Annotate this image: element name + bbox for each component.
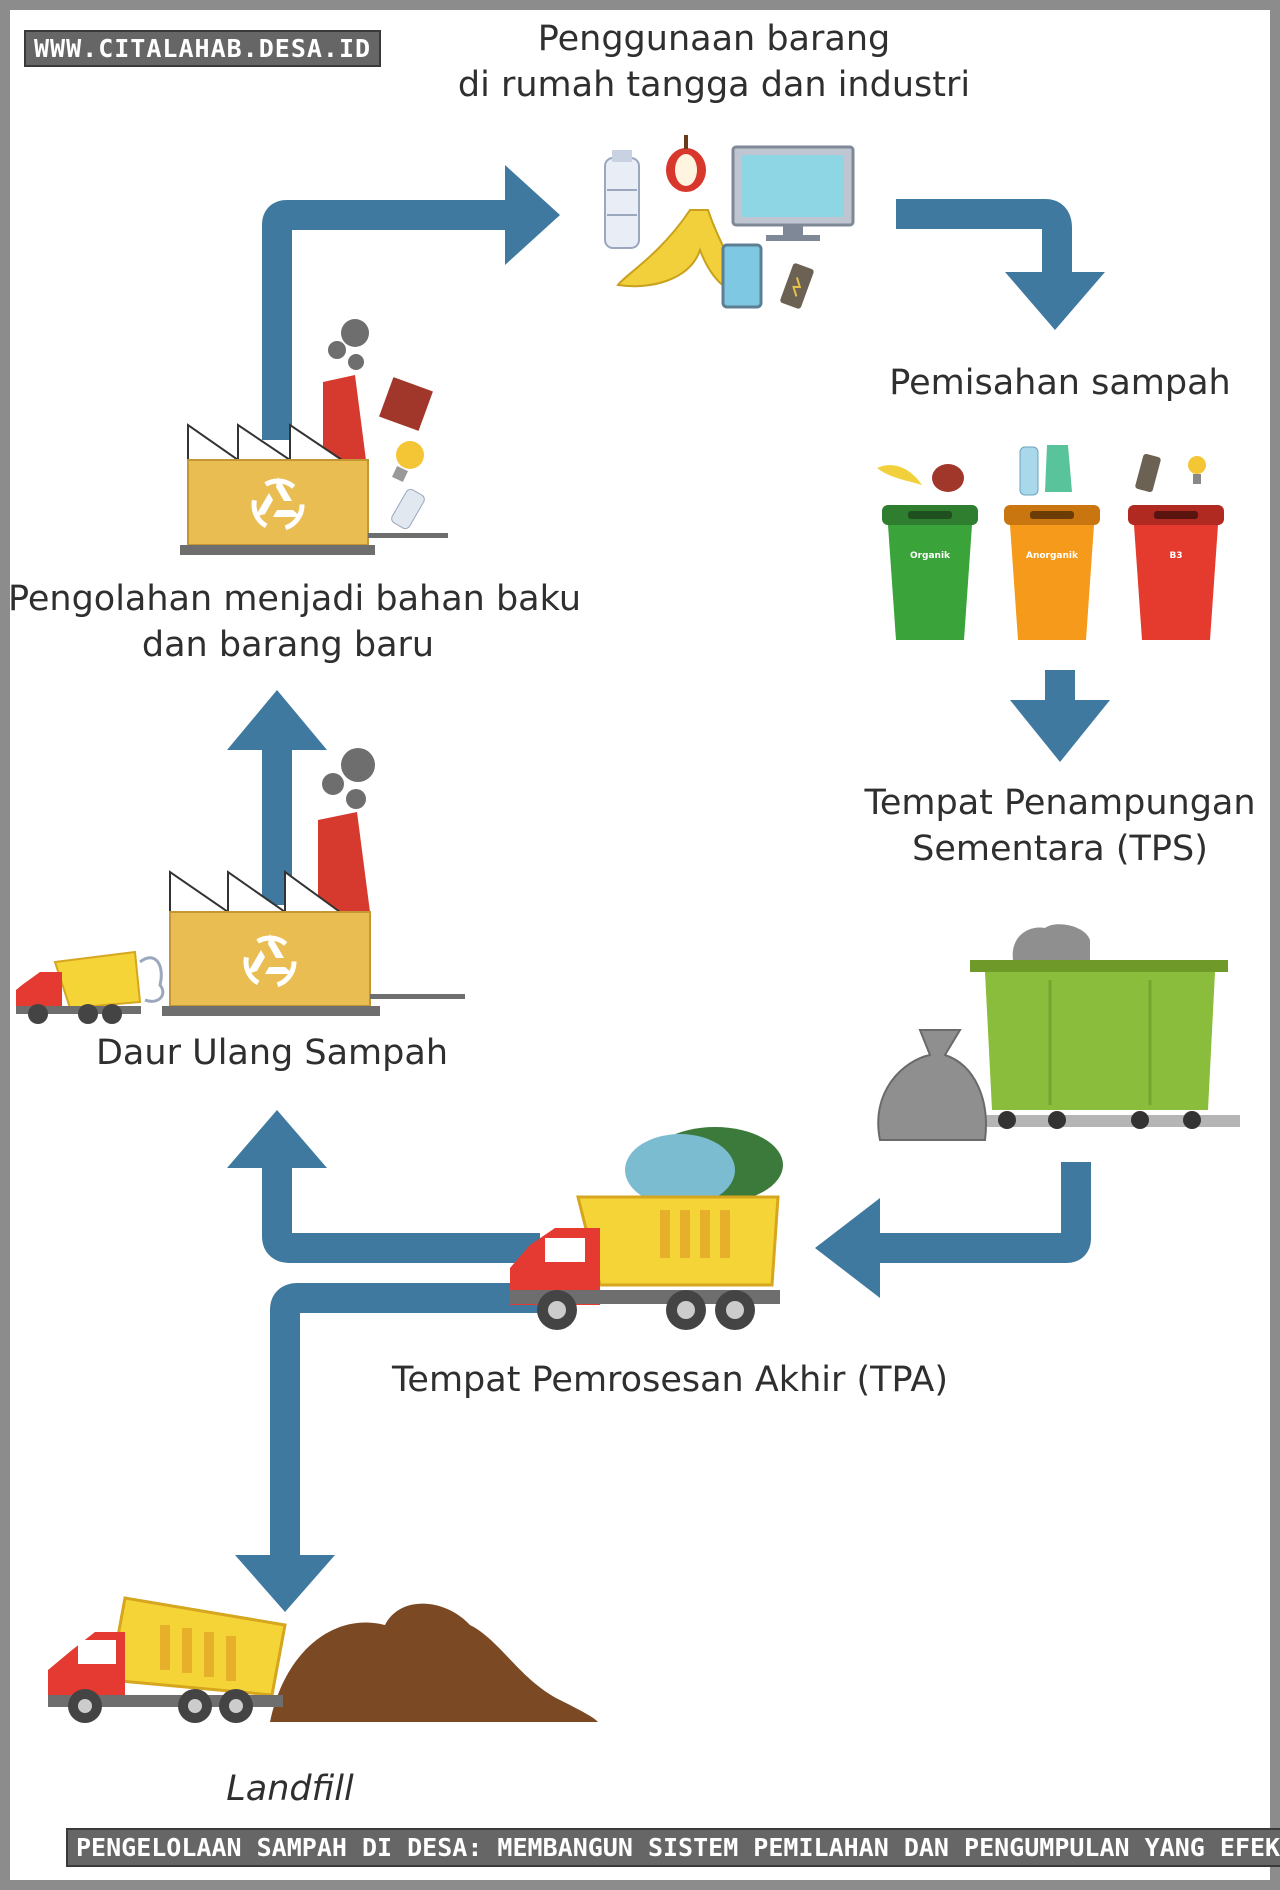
bin-b3 — [1128, 505, 1224, 640]
battery-icon — [780, 263, 814, 309]
hazardous-waste-icon — [1135, 453, 1206, 493]
tps-container — [877, 924, 1240, 1141]
usage-items — [604, 135, 855, 309]
tpa-truck — [510, 1127, 783, 1330]
recycle-label: Daur Ulang Sampah — [95, 1033, 449, 1073]
apple-core-icon — [666, 135, 706, 192]
usage-label: Penggunaan barang di rumah tangga dan in… — [404, 16, 1024, 108]
watermark: WWW.CITALAHAB.DESA.ID — [24, 30, 382, 67]
arrow-usage-to-separation — [896, 199, 1072, 280]
processing-factory — [180, 319, 448, 555]
plastic-waste-icon — [1019, 445, 1072, 496]
arrow-tps-to-tpa — [870, 1162, 1091, 1263]
arrowhead-up-processing — [227, 690, 327, 750]
small-dump-truck — [16, 950, 165, 1024]
arrowhead-right-usage — [505, 165, 560, 265]
bin-organic — [882, 505, 978, 640]
phone-icon — [721, 243, 763, 309]
bin-label-anorganic: Anorganik — [1026, 551, 1079, 561]
bottle-icon — [604, 150, 640, 249]
bin-label-organic: Organik — [910, 551, 951, 561]
arrow-heads — [227, 165, 1110, 1612]
arrowhead-down-tps — [1010, 700, 1110, 762]
bottle-icon — [391, 488, 425, 530]
processing-label: Pengolahan menjadi bahan baku dan barang… — [8, 576, 582, 668]
garbage-bag-icon — [877, 1029, 987, 1141]
arrowhead-left-tpa — [815, 1198, 880, 1298]
garbage-bag-icon — [1012, 924, 1090, 960]
bin-anorganic — [1004, 505, 1100, 640]
usage-label-line1: Penggunaan barang — [537, 19, 891, 59]
processing-label-line2: dan barang baru — [141, 625, 435, 665]
landfill-label: Landfill — [226, 1769, 354, 1809]
arrowhead-up-recycle — [227, 1110, 327, 1168]
tps-label-line1: Tempat Penampungan — [864, 783, 1256, 823]
caption: PENGELOLAAN SAMPAH DI DESA: MEMBANGUN SI… — [66, 1828, 1280, 1867]
lightbulb-icon — [392, 441, 424, 482]
arrow-processing-to-usage — [262, 200, 520, 440]
tpa-label: Tempat Pemrosesan Akhir (TPA) — [392, 1360, 948, 1400]
bin-label-b3: B3 — [1169, 551, 1182, 561]
separation-label: Pemisahan sampah — [889, 363, 1231, 403]
landfill-scene — [48, 1596, 598, 1723]
processing-label-line1: Pengolahan menjadi bahan baku — [8, 579, 582, 619]
recycle-factory — [162, 748, 465, 1016]
arrow-tpa-to-recycle — [262, 1160, 540, 1263]
separation-items — [877, 445, 1206, 496]
arrow-tpa-to-landfill — [270, 1283, 540, 1566]
flow-arrows — [262, 199, 1091, 1566]
arrowhead-down-separation — [1005, 272, 1105, 330]
usage-label-line2: di rumah tangga dan industri — [457, 65, 971, 105]
tps-label: Tempat Penampungan Sementara (TPS) — [840, 780, 1280, 872]
tps-label-line2: Sementara (TPS) — [912, 829, 1208, 869]
monitor-icon — [731, 145, 855, 241]
organic-waste-icon — [877, 464, 964, 492]
arrowhead-down-landfill — [235, 1555, 335, 1612]
chip-icon — [379, 377, 433, 431]
